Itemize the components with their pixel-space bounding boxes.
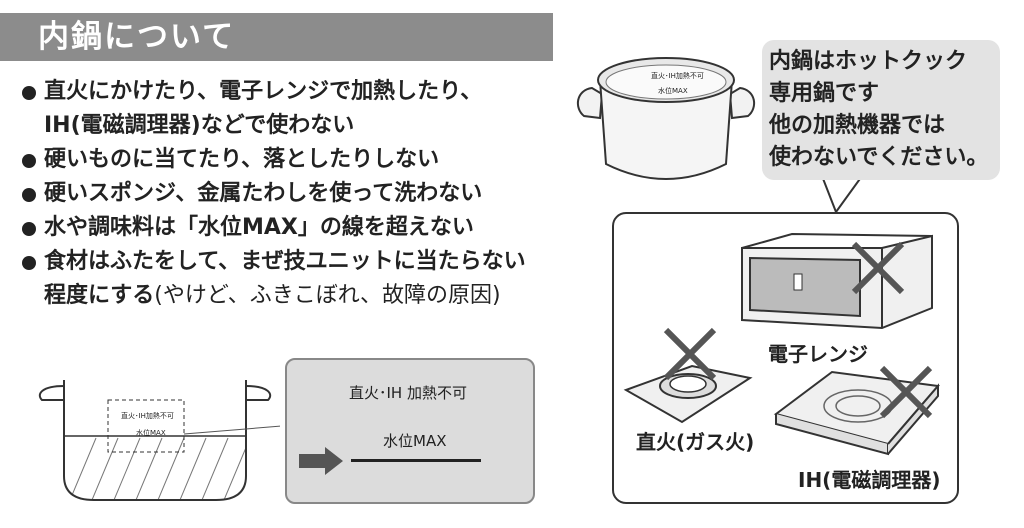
pot-cross-section bbox=[38, 380, 280, 501]
cross-mark-icon bbox=[663, 327, 717, 381]
section-header: 内鍋について bbox=[0, 13, 553, 61]
section-title: 内鍋について bbox=[38, 19, 236, 55]
pot-top-heat-label: 直火･IH加熱不可 bbox=[651, 72, 704, 80]
microwave-illustration bbox=[741, 232, 933, 330]
bullet-dot-icon bbox=[22, 188, 36, 202]
microwave-label: 電子レンジ bbox=[768, 342, 868, 366]
cross-mark-icon bbox=[851, 241, 905, 295]
list-item: 水や調味料は「水位MAX」の線を超えない bbox=[22, 211, 562, 245]
pot-cross-max-label: 水位MAX bbox=[136, 429, 166, 437]
info-heat-label: 直火･IH 加熱不可 bbox=[349, 384, 467, 402]
bullet-dot-icon bbox=[22, 222, 36, 236]
bullet-dot-icon bbox=[22, 154, 36, 168]
max-line-indicator bbox=[351, 459, 481, 462]
pot-cross-heat-label: 直火･IH加熱不可 bbox=[121, 412, 174, 420]
callout-text: 内鍋はホットクック 専用鍋です 他の加熱機器では 使わないでください。 bbox=[769, 49, 989, 170]
arrow-right-icon bbox=[299, 447, 343, 475]
water-level-callout: 直火･IH 加熱不可 水位MAX bbox=[285, 358, 535, 504]
ih-cooker-illustration bbox=[773, 370, 940, 456]
callout-pointer bbox=[821, 176, 863, 214]
bullet-dot-icon bbox=[22, 256, 36, 270]
list-item: 硬いスポンジ、金属たわしを使って洗わない bbox=[22, 177, 562, 211]
pot-top-max-label: 水位MAX bbox=[658, 87, 688, 95]
ih-cooker-label: IH(電磁調理器) bbox=[798, 468, 941, 492]
caution-list: 直火にかけたり、電子レンジで加熱したり、 IH(電磁調理器)などで使わない 硬い… bbox=[22, 75, 562, 313]
callout-bubble: 内鍋はホットクック 専用鍋です 他の加熱機器では 使わないでください。 bbox=[762, 40, 1000, 180]
list-item: 程度にする(やけど、ふきこぼれ、故障の原因) bbox=[44, 283, 501, 308]
info-max-label: 水位MAX bbox=[383, 432, 447, 450]
inner-pot-illustration bbox=[576, 57, 756, 180]
list-item: 直火にかけたり、電子レンジで加熱したり、 bbox=[22, 75, 562, 109]
list-item: 硬いものに当てたり、落としたりしない bbox=[22, 143, 562, 177]
list-item: 食材はふたをして、まぜ技ユニットに当たらない bbox=[22, 245, 562, 279]
cross-mark-icon bbox=[879, 365, 933, 419]
list-item: IH(電磁調理器)などで使わない bbox=[44, 113, 355, 138]
bullet-dot-icon bbox=[22, 86, 36, 100]
gas-stove-label: 直火(ガス火) bbox=[636, 430, 755, 454]
